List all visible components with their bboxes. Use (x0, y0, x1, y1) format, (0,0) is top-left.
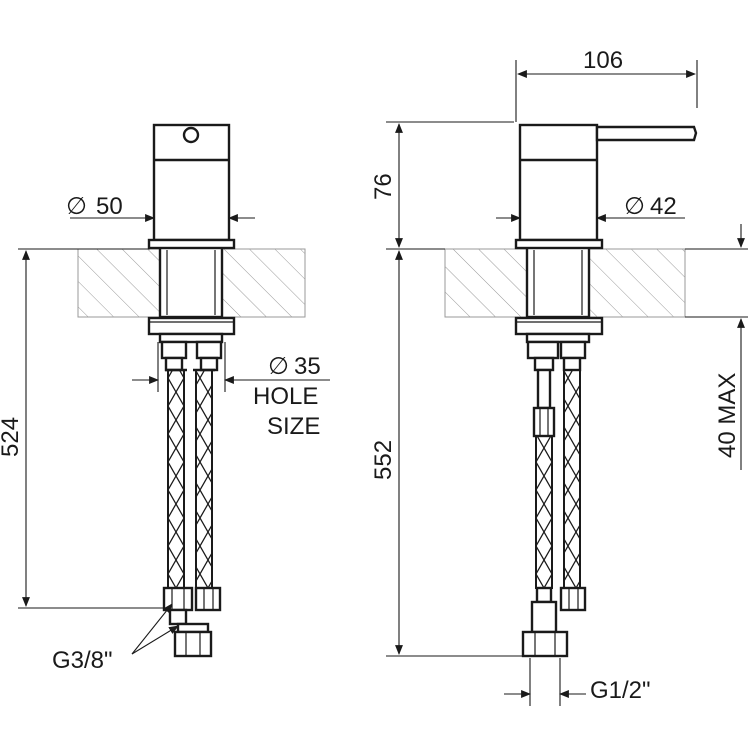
dim-height-524: 524 (0, 248, 163, 609)
lever-pin-icon (182, 126, 200, 144)
side-height-76-label: 76 (370, 173, 397, 200)
side-lever-106-label: 106 (583, 47, 623, 74)
front-diameter-35-label: 35 (294, 353, 321, 380)
side-end-nut-bottom (521, 630, 569, 658)
front-lock-nut (147, 316, 236, 336)
front-end-nut-bottom (173, 630, 213, 658)
thread-callout-g38: G3/8" (52, 603, 179, 674)
front-height-524-label: 524 (0, 417, 24, 457)
side-hose-left (535, 435, 553, 589)
front-hose-left (167, 369, 185, 589)
diameter-symbol-icon: ∅ (66, 192, 87, 220)
hole-size-label-line2: SIZE (267, 413, 320, 440)
front-base-flange (147, 238, 236, 250)
side-deck-40max-label: 40 MAX (714, 373, 741, 458)
side-view: 106 76 ∅ 42 40 MAX (370, 47, 748, 706)
dim-diameter-35: ∅ 35 HOLE SIZE (132, 342, 330, 440)
front-faucet-body (152, 123, 231, 242)
side-hose-right (563, 369, 581, 589)
side-height-552-label: 552 (370, 440, 397, 480)
side-lock-nut (514, 316, 604, 336)
side-diameter-42-label: 42 (650, 193, 677, 220)
front-shank (158, 245, 224, 319)
side-base-flange (514, 238, 604, 250)
front-view: ∅ 50 ∅ 35 HOLE SIZE 524 G3/8" (0, 123, 330, 674)
front-end-nut-left (162, 586, 194, 612)
dim-diameter-50: ∅ 50 (66, 192, 255, 230)
side-faucet-body (518, 123, 599, 242)
front-diameter-50-label: 50 (96, 193, 123, 220)
dim-height-552: 552 (370, 250, 522, 657)
diameter-symbol-icon: ∅ (268, 352, 289, 380)
side-shank (525, 245, 591, 319)
diameter-symbol-icon: ∅ (624, 192, 645, 220)
dim-deck-40-max: 40 MAX (685, 224, 748, 470)
dim-thread-g12: G1/2" (504, 658, 651, 706)
front-thread-label: G3/8" (52, 647, 113, 674)
side-thread-label: G1/2" (590, 677, 651, 704)
side-tube-left (536, 368, 552, 410)
dim-lever-106: 106 (515, 47, 698, 122)
hole-size-label-line1: HOLE (253, 383, 318, 410)
front-hose-right (195, 369, 213, 589)
side-end-nut-right (559, 586, 587, 612)
front-end-nut-right (194, 586, 222, 612)
side-lever-handle (595, 125, 698, 142)
dim-diameter-42: ∅ 42 (496, 192, 685, 230)
dim-height-76: 76 (370, 121, 514, 250)
